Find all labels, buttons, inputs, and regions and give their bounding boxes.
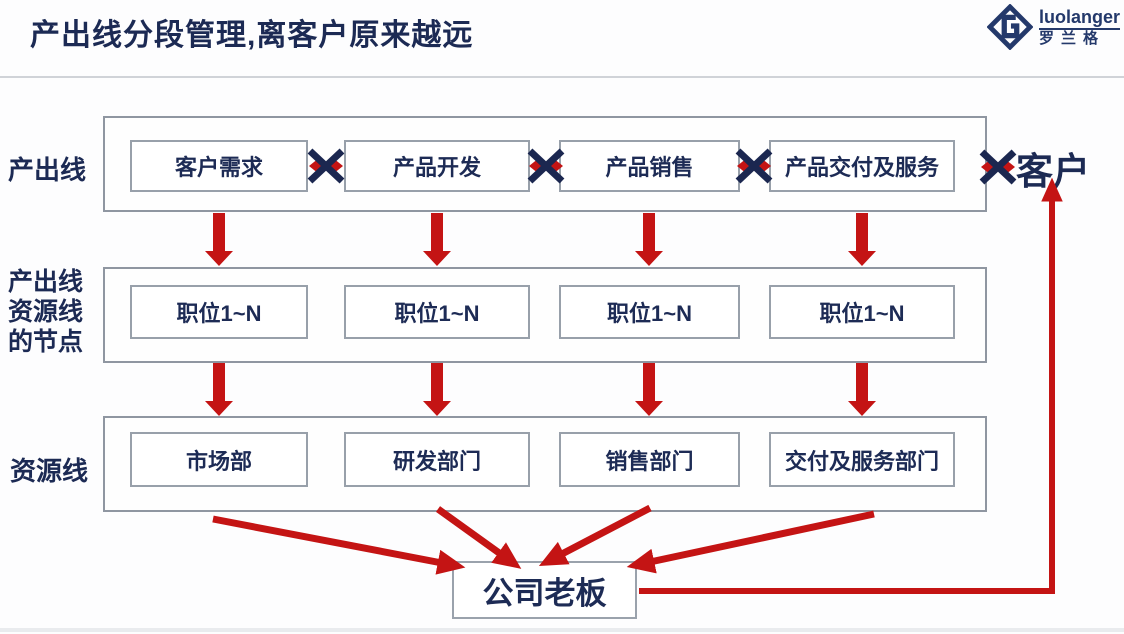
down-arrow (848, 363, 876, 416)
label-node-line-3: 的节点 (8, 328, 84, 356)
label-node-line-2: 资源线 (8, 298, 84, 326)
down-arrow (423, 213, 451, 266)
label-node-line: 产出线 资源线 的节点 (8, 267, 83, 357)
down-arrow (205, 363, 233, 416)
down-arrow (205, 213, 233, 266)
position-box-2: 职位1~N (344, 285, 530, 339)
page-title: 产出线分段管理,离客户原来越远 (30, 19, 474, 52)
down-arrow (635, 213, 663, 266)
down-arrow (848, 213, 876, 266)
label-node-line-1: 产出线 (8, 268, 84, 296)
converge-arrow (435, 506, 522, 569)
logo-diamond-icon (986, 4, 1033, 50)
logo-wordmark: luolanger (1038, 7, 1120, 30)
label-resource-line: 资源线 (10, 456, 89, 486)
logo: luolanger 罗兰格 (986, 4, 1120, 50)
position-box-1: 职位1~N (130, 285, 308, 339)
down-arrow (423, 363, 451, 416)
department-box-sales: 销售部门 (559, 432, 740, 487)
position-box-3: 职位1~N (559, 285, 740, 339)
logo-text: luolanger 罗兰格 (1038, 7, 1120, 47)
process-box-delivery-service: 产品交付及服务 (769, 140, 955, 192)
logo-chinese: 罗兰格 (1038, 29, 1105, 47)
converge-arrow (212, 515, 466, 575)
process-box-customer-needs: 客户需求 (130, 140, 308, 192)
down-arrow (635, 363, 663, 416)
converge-arrow (538, 504, 652, 567)
boss-to-customer-arrow (639, 177, 1063, 594)
position-box-4: 职位1~N (769, 285, 955, 339)
department-box-rnd: 研发部门 (344, 432, 530, 487)
label-output-line: 产出线 (8, 155, 87, 185)
department-box-delivery: 交付及服务部门 (769, 432, 955, 487)
bottom-divider (0, 628, 1124, 632)
converge-arrow (626, 510, 875, 574)
title-divider (0, 76, 1124, 78)
process-box-product-sales: 产品销售 (559, 140, 740, 192)
customer-label: 客户 (1016, 151, 1090, 192)
boss-box: 公司老板 (452, 561, 637, 619)
department-box-marketing: 市场部 (130, 432, 308, 487)
process-box-product-dev: 产品开发 (344, 140, 530, 192)
